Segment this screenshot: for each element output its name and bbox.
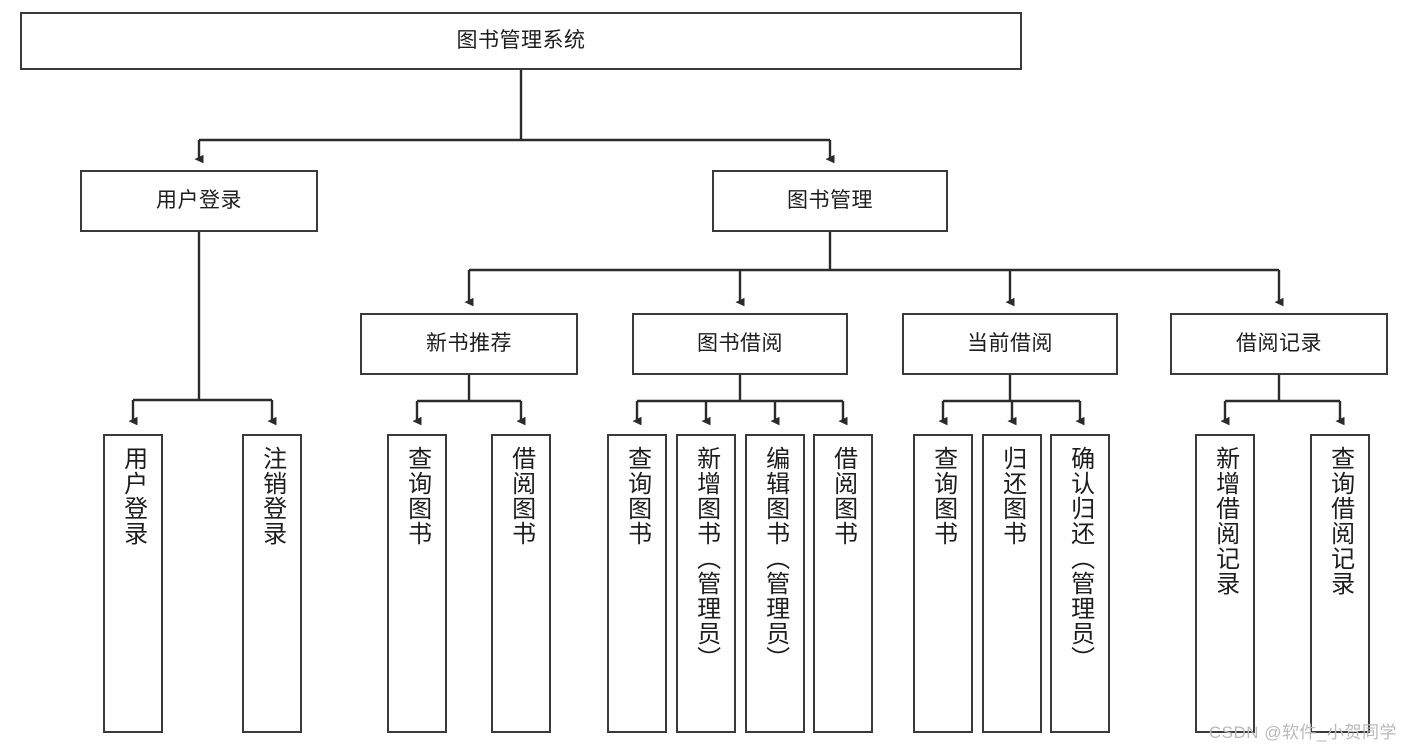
leaf-current-borrow-return-books[interactable]: 归还图书 — [982, 434, 1042, 733]
leaf-new-book-query-books[interactable]: 查询图书 — [387, 434, 447, 733]
leaf-user-login-signin[interactable]: 用户登录 — [103, 434, 163, 733]
node-new-book-recommend[interactable]: 新书推荐 — [360, 313, 578, 375]
node-label: 编辑图书（管理员） — [761, 446, 789, 671]
node-book-borrow[interactable]: 图书借阅 — [632, 313, 848, 375]
node-label: 新增图书（管理员） — [692, 446, 720, 671]
node-label: 图书管理系统 — [456, 28, 586, 52]
node-borrow-record[interactable]: 借阅记录 — [1170, 313, 1388, 375]
node-label: 归还图书 — [998, 446, 1026, 546]
node-label: 查询图书 — [403, 446, 431, 546]
node-label: 新增借阅记录 — [1211, 446, 1239, 596]
leaf-book-borrow-edit-book-admin[interactable]: 编辑图书（管理员） — [745, 434, 805, 733]
leaf-book-borrow-query-books[interactable]: 查询图书 — [607, 434, 667, 733]
leaf-current-borrow-query-books[interactable]: 查询图书 — [913, 434, 973, 733]
node-label: 查询图书 — [623, 446, 651, 546]
node-label: 借阅记录 — [1236, 331, 1322, 355]
leaf-book-borrow-add-book-admin[interactable]: 新增图书（管理员） — [676, 434, 736, 733]
leaf-book-borrow-borrow-books[interactable]: 借阅图书 — [813, 434, 873, 733]
leaf-borrow-record-query-record[interactable]: 查询借阅记录 — [1310, 434, 1370, 733]
node-user-login[interactable]: 用户登录 — [80, 170, 318, 232]
node-label: 图书管理 — [787, 188, 873, 212]
node-label: 当前借阅 — [967, 331, 1053, 355]
node-label: 查询借阅记录 — [1326, 446, 1354, 596]
node-label: 确认归还（管理员） — [1066, 446, 1094, 671]
node-label: 借阅图书 — [829, 446, 857, 546]
node-book-management[interactable]: 图书管理 — [712, 170, 948, 232]
node-label: 查询图书 — [929, 446, 957, 546]
node-root-book-management-system[interactable]: 图书管理系统 — [20, 12, 1022, 70]
node-label: 注销登录 — [258, 446, 286, 546]
node-label: 用户登录 — [119, 446, 147, 546]
node-current-borrow[interactable]: 当前借阅 — [902, 313, 1118, 375]
node-label: 新书推荐 — [426, 331, 512, 355]
leaf-current-borrow-confirm-return-admin[interactable]: 确认归还（管理员） — [1050, 434, 1110, 733]
watermark-text: CSDN @软件_小贺同学 — [1208, 723, 1397, 742]
node-label: 用户登录 — [156, 188, 242, 212]
leaf-user-login-signout[interactable]: 注销登录 — [242, 434, 302, 733]
node-label: 图书借阅 — [697, 331, 783, 355]
node-label: 借阅图书 — [507, 446, 535, 546]
leaf-new-book-borrow-books[interactable]: 借阅图书 — [491, 434, 551, 733]
leaf-borrow-record-add-record[interactable]: 新增借阅记录 — [1195, 434, 1255, 733]
